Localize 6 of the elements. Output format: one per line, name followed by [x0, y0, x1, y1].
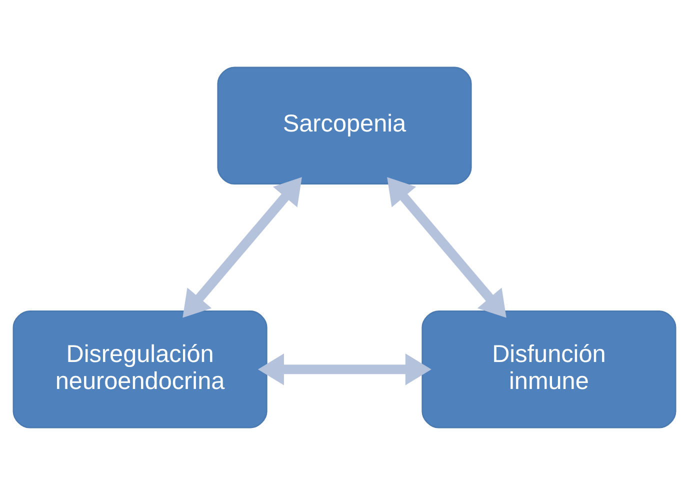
arrow — [387, 176, 506, 318]
arrow — [258, 352, 432, 385]
arrow — [182, 176, 302, 318]
node-box: Sarcopenia — [217, 66, 472, 184]
node-box: Disfunción inmune — [422, 310, 676, 428]
node-box: Disregulación neuroendocrina — [12, 310, 268, 428]
